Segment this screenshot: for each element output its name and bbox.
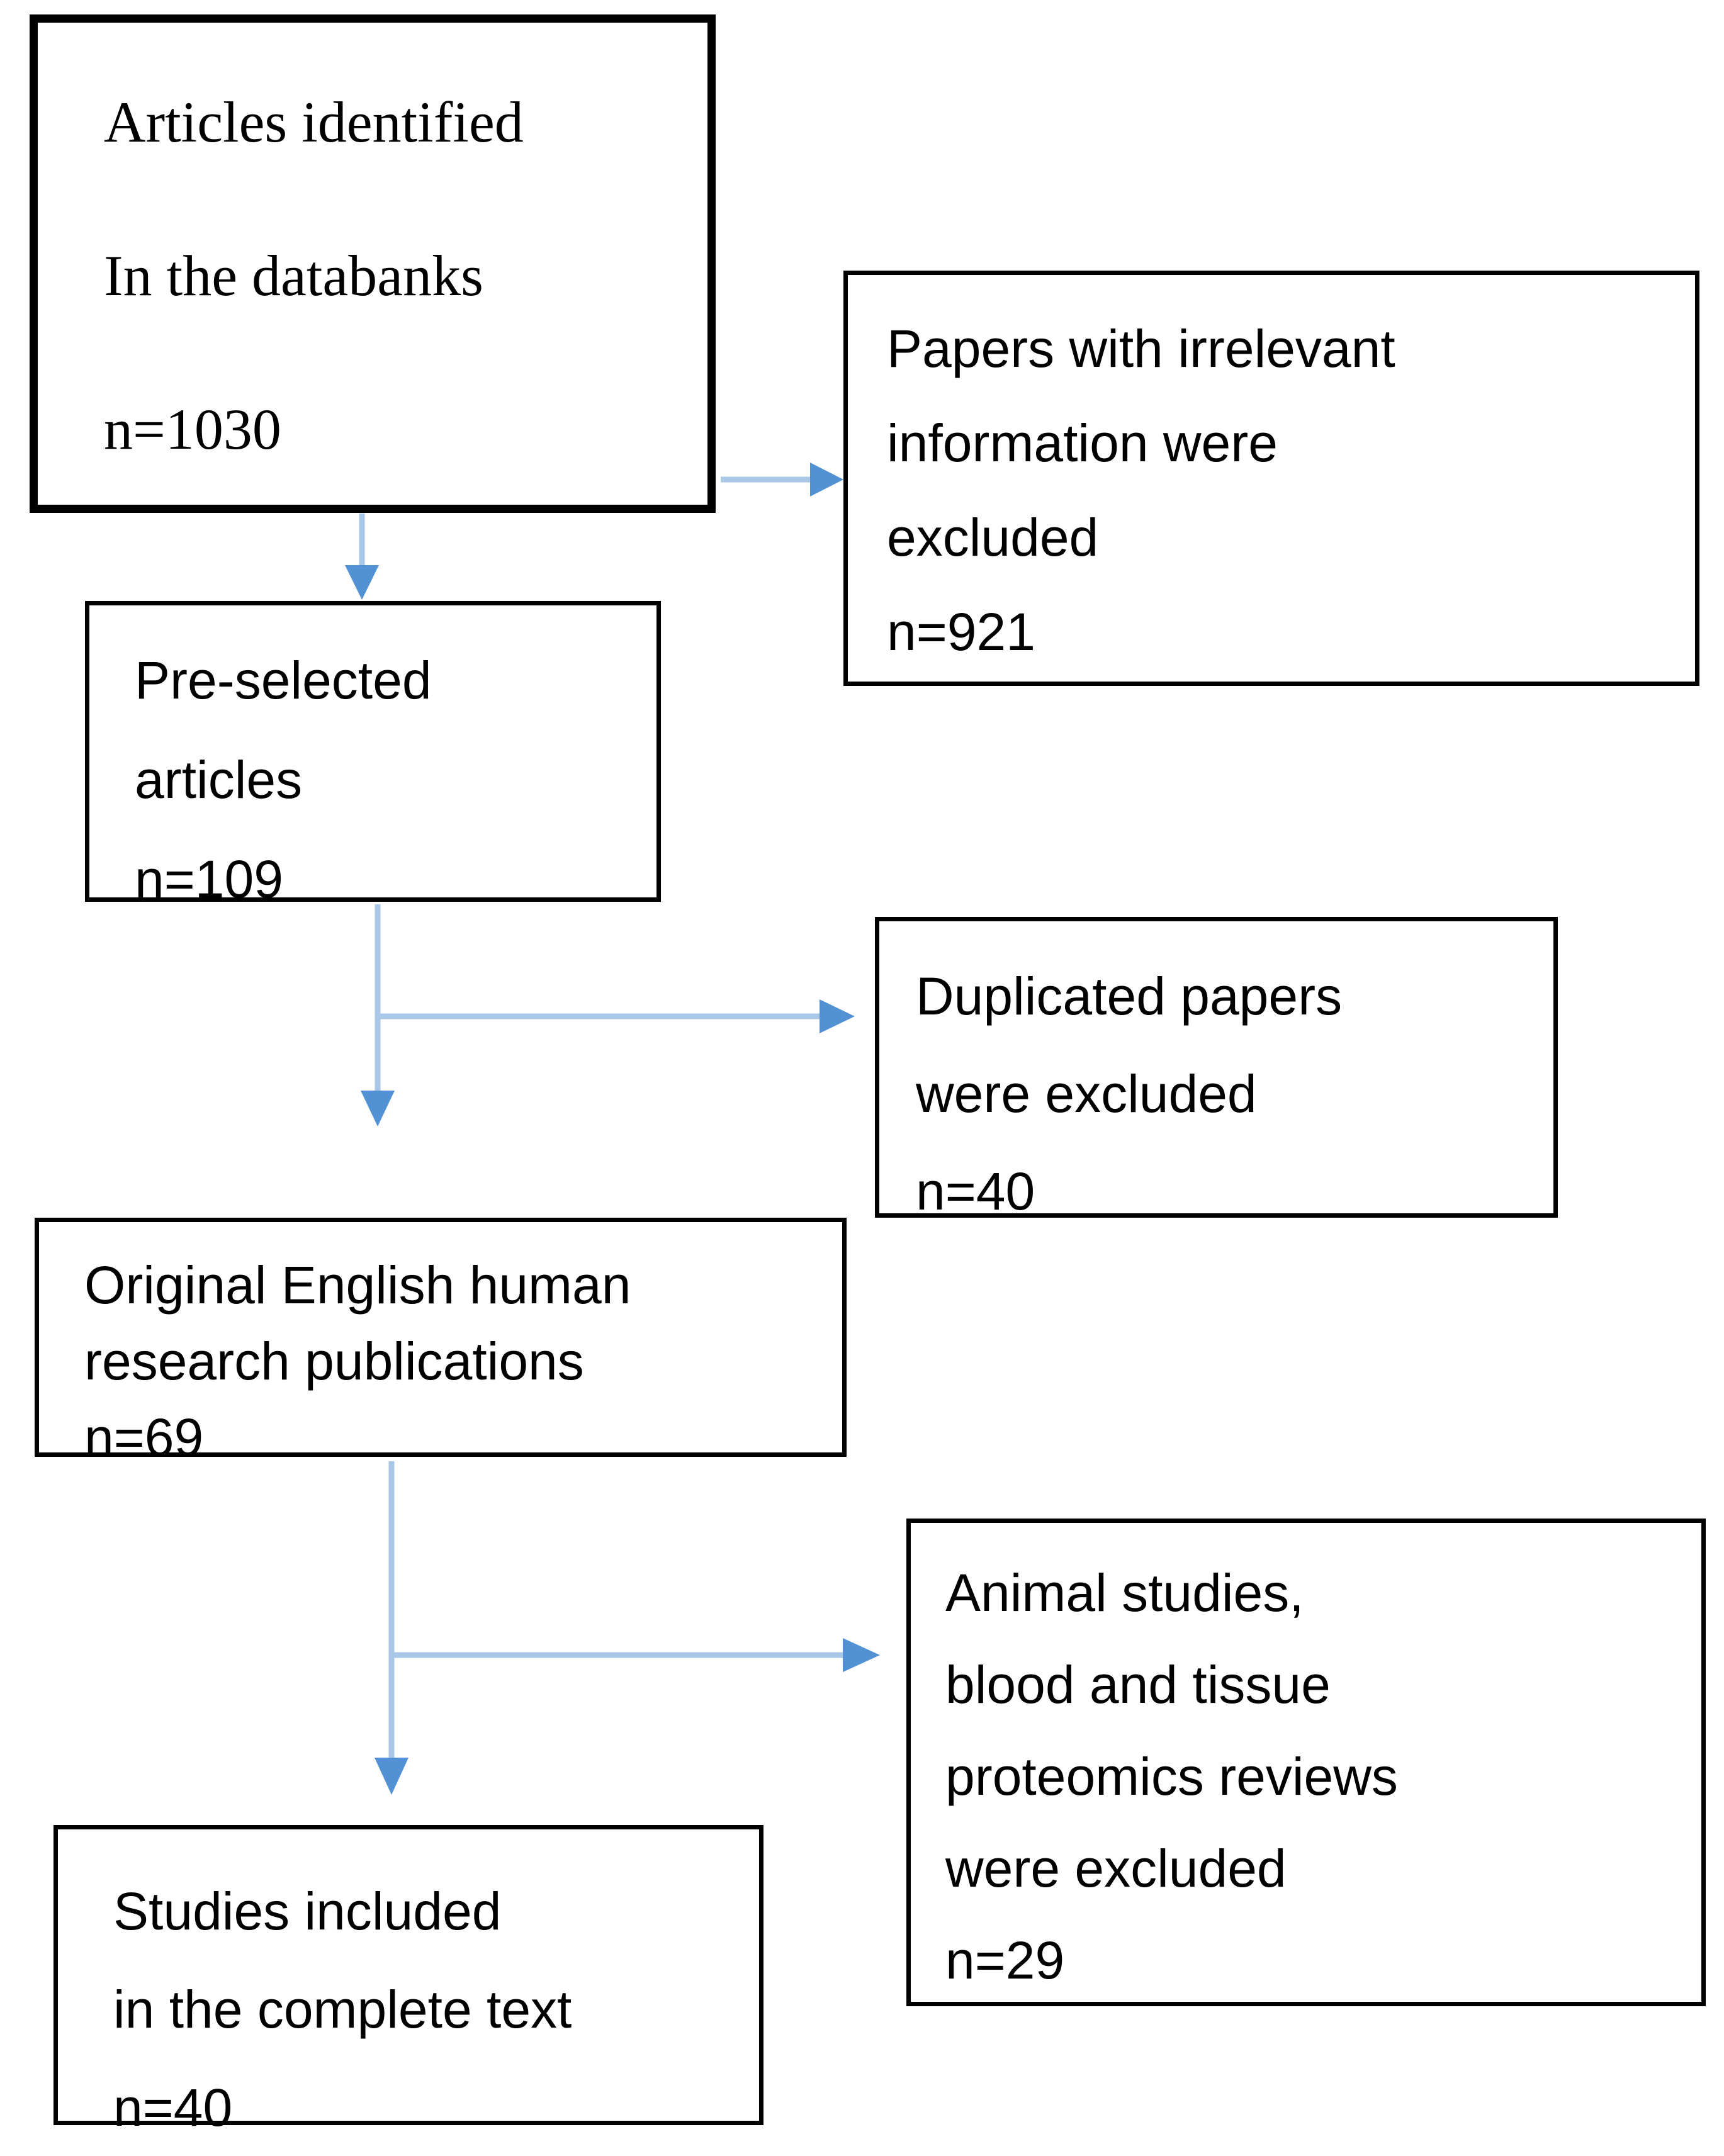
box-text-line: Papers with irrelevant <box>887 319 1395 378</box>
box-text-line: Original English human <box>84 1255 631 1315</box>
box-text-line: Studies included <box>113 1882 502 1941</box>
box-text-line: were excluded <box>916 1064 1257 1123</box>
box-text-line: Animal studies, <box>945 1563 1304 1622</box>
box-count-line: n=40 <box>113 2078 233 2137</box>
box-duplicated-excluded: Duplicated papers were excluded n=40 <box>875 917 1558 1221</box>
box-count-line: n=921 <box>887 602 1035 661</box>
box-count-line: n=40 <box>916 1162 1035 1221</box>
box-text-line: in the complete text <box>113 1980 572 2039</box>
arrow-identified-to-preselected-head-icon <box>345 565 379 600</box>
box-count-line: n=69 <box>84 1408 204 1467</box>
arrow-preselected-to-original-head-icon <box>361 1091 395 1126</box>
box-text-line: articles <box>135 750 303 809</box>
box-animal-excluded: Animal studies, blood and tissue proteom… <box>906 1519 1706 2006</box>
box-count-line: n=109 <box>135 850 283 909</box>
box-text-line: Articles identified <box>104 90 524 154</box>
box-original-english: Original English human research publicat… <box>35 1218 847 1467</box>
box-text-line: research publications <box>84 1332 584 1391</box>
box-text-line: In the databanks <box>104 244 483 308</box>
box-text-line: Pre-selected <box>135 651 432 710</box>
arrow-original-to-included-head-icon <box>375 1758 408 1795</box>
box-count-line: n=29 <box>945 1931 1065 1990</box>
box-text-line: blood and tissue <box>945 1655 1331 1714</box>
box-preselected-articles: Pre-selected articles n=109 <box>85 601 661 909</box>
box-text-line: information were <box>887 413 1278 473</box>
box-irrelevant-excluded: Papers with irrelevant information were … <box>843 271 1699 686</box>
box-studies-included: Studies included in the complete text n=… <box>54 1825 763 2137</box>
box-articles-identified: Articles identified In the databanks n=1… <box>30 14 716 513</box>
box-text-line: proteomics reviews <box>945 1747 1398 1806</box>
arrow-preselected-to-duplicated-head-icon <box>820 999 855 1033</box>
box-text-line: excluded <box>887 508 1099 567</box>
box-text-line: were excluded <box>945 1839 1287 1898</box>
arrow-identified-to-irrelevant-head-icon <box>810 463 843 497</box>
box-text-line: Duplicated papers <box>916 967 1343 1026</box>
box-count-line: n=1030 <box>104 397 281 461</box>
arrow-original-to-animal-head-icon <box>843 1638 880 1672</box>
